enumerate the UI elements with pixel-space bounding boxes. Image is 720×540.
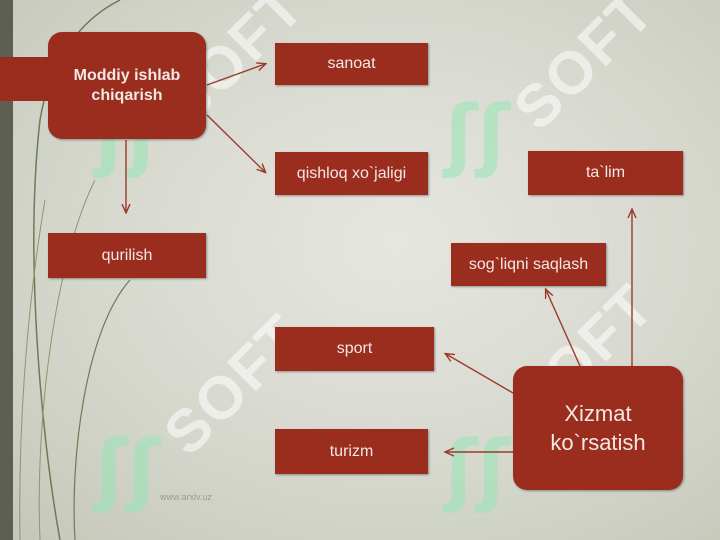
decorative-curve	[73, 279, 131, 540]
node-label: turizm	[329, 442, 374, 460]
arrow-to-qishloq	[206, 114, 265, 172]
arrow-to-sport	[446, 354, 514, 394]
decorative-curve	[19, 199, 46, 540]
left-accent-bar	[0, 0, 13, 540]
watermark-url: www.arxiv.uz	[160, 492, 212, 502]
node-label: sanoat	[327, 55, 376, 72]
node-label: Moddiy ishlab chiqarish	[73, 66, 181, 104]
node-label: ta`lim	[585, 164, 626, 181]
node-sanoat: sanoat	[275, 43, 428, 85]
node-xizmat-korsatish: Xizmat ko`rsatish	[513, 366, 683, 490]
arrow-to-sanoat	[206, 64, 265, 86]
node-label: Xizmat ko`rsatish	[550, 401, 646, 455]
node-turizm: turizm	[275, 429, 428, 474]
node-label: qurilish	[101, 246, 153, 264]
node-sport: sport	[275, 327, 434, 371]
node-moddiy-ishlab-chiqarish: Moddiy ishlab chiqarish	[48, 32, 206, 139]
node-label: sog`liqni saqlash	[468, 255, 589, 273]
watermark-logo-icon: ʃʃ	[95, 425, 160, 515]
node-qishloq-xojaligi: qishloq xo`jaligi	[275, 152, 428, 195]
node-label: sport	[336, 340, 373, 357]
node-sogliqni-saqlash: sog`liqni saqlash	[451, 243, 606, 286]
watermark-logo-icon: ʃʃ	[445, 90, 510, 180]
node-qurilish: qurilish	[48, 233, 206, 278]
node-label: qishloq xo`jaligi	[296, 164, 407, 182]
arrow-to-sogliqni	[546, 290, 581, 367]
header-accent-tab	[0, 57, 50, 101]
node-talim: ta`lim	[528, 151, 683, 195]
decorative-curve	[38, 179, 96, 540]
watermark-logo-icon: ʃʃ	[445, 425, 510, 515]
